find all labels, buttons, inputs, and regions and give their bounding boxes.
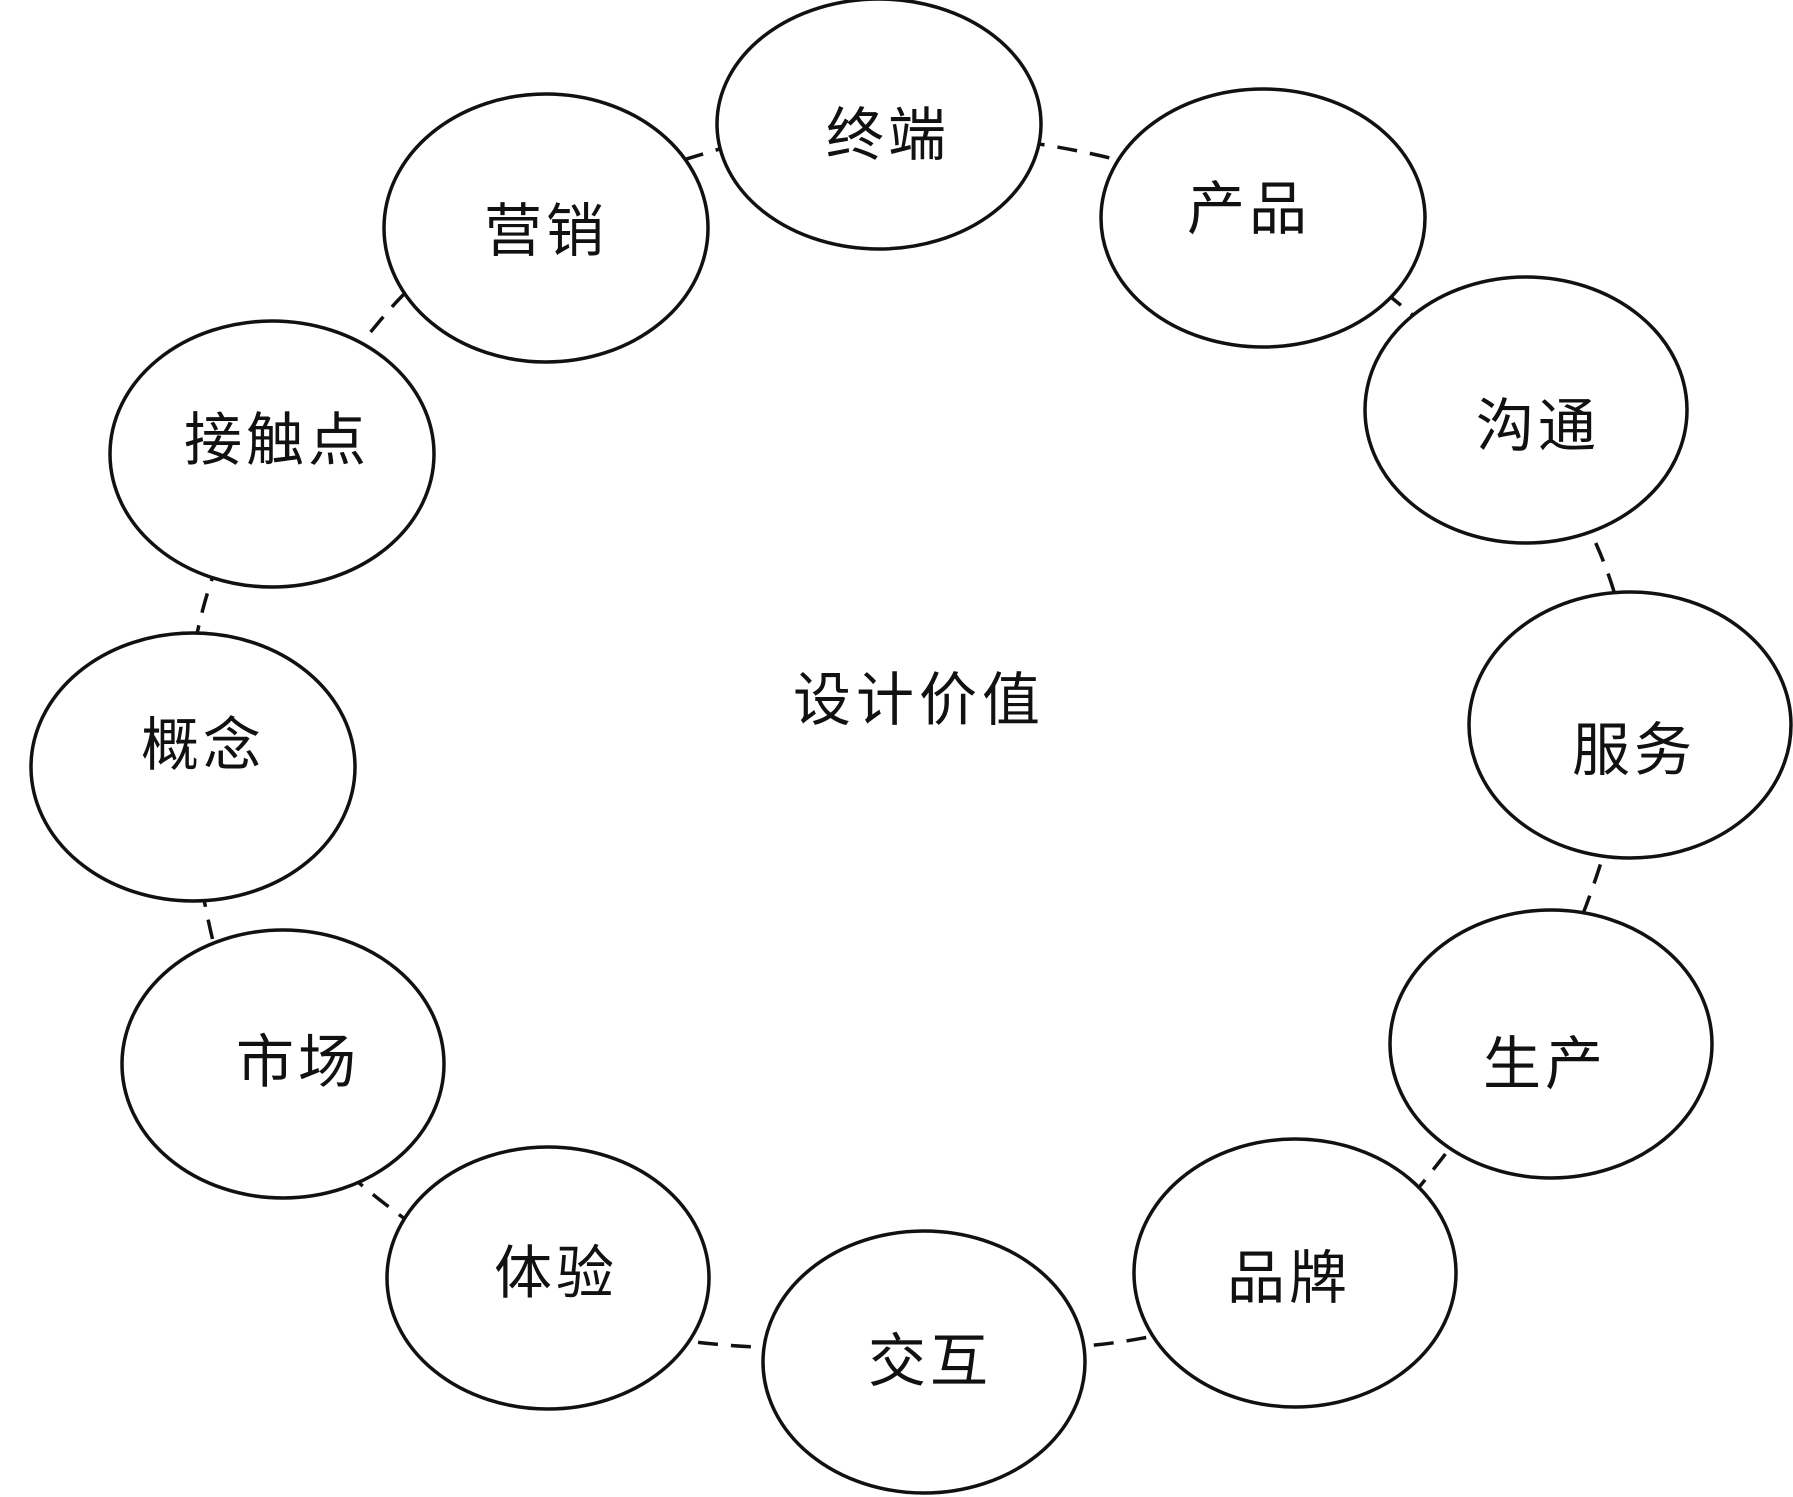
- node-label: 产品: [1187, 175, 1311, 243]
- node-ellipse: [108, 319, 436, 589]
- node-ellipse: [1132, 1137, 1458, 1409]
- node-label: 品牌: [1227, 1244, 1351, 1312]
- center-label: 设计价值: [793, 666, 1045, 734]
- node-marketing: 营销: [382, 92, 710, 364]
- node-label: 营销: [484, 197, 608, 265]
- node-interaction: 交互: [761, 1229, 1087, 1495]
- node-ellipse: [385, 1145, 711, 1411]
- node-ellipse: [29, 631, 357, 903]
- node-ellipse: [120, 928, 446, 1200]
- node-ellipse: [761, 1229, 1087, 1495]
- node-label: 交互: [868, 1327, 992, 1395]
- node-ellipse: [715, 0, 1043, 251]
- node-label: 服务: [1572, 716, 1696, 784]
- node-concept: 概念: [29, 631, 357, 903]
- node-label: 沟通: [1476, 392, 1600, 460]
- node-ellipse: [1363, 275, 1689, 545]
- node-production: 生产: [1388, 908, 1714, 1180]
- node-product: 产品: [1099, 87, 1427, 349]
- node-brand: 品牌: [1132, 1137, 1458, 1409]
- node-label: 市场: [236, 1028, 360, 1096]
- node-label: 生产: [1483, 1030, 1607, 1098]
- node-experience: 体验: [385, 1145, 711, 1411]
- node-label: 概念: [141, 711, 265, 779]
- node-terminal: 终端: [715, 0, 1043, 251]
- node-ellipse: [1467, 590, 1793, 860]
- node-touchpoint: 接触点: [108, 319, 436, 589]
- node-label: 体验: [494, 1239, 618, 1307]
- node-ellipse: [1388, 908, 1714, 1180]
- node-market: 市场: [120, 928, 446, 1200]
- node-communication: 沟通: [1363, 275, 1689, 545]
- node-label: 终端: [826, 101, 950, 169]
- node-service: 服务: [1467, 590, 1793, 860]
- node-ellipse: [382, 92, 710, 364]
- node-label: 接触点: [184, 406, 370, 474]
- node-ellipse: [1099, 87, 1427, 349]
